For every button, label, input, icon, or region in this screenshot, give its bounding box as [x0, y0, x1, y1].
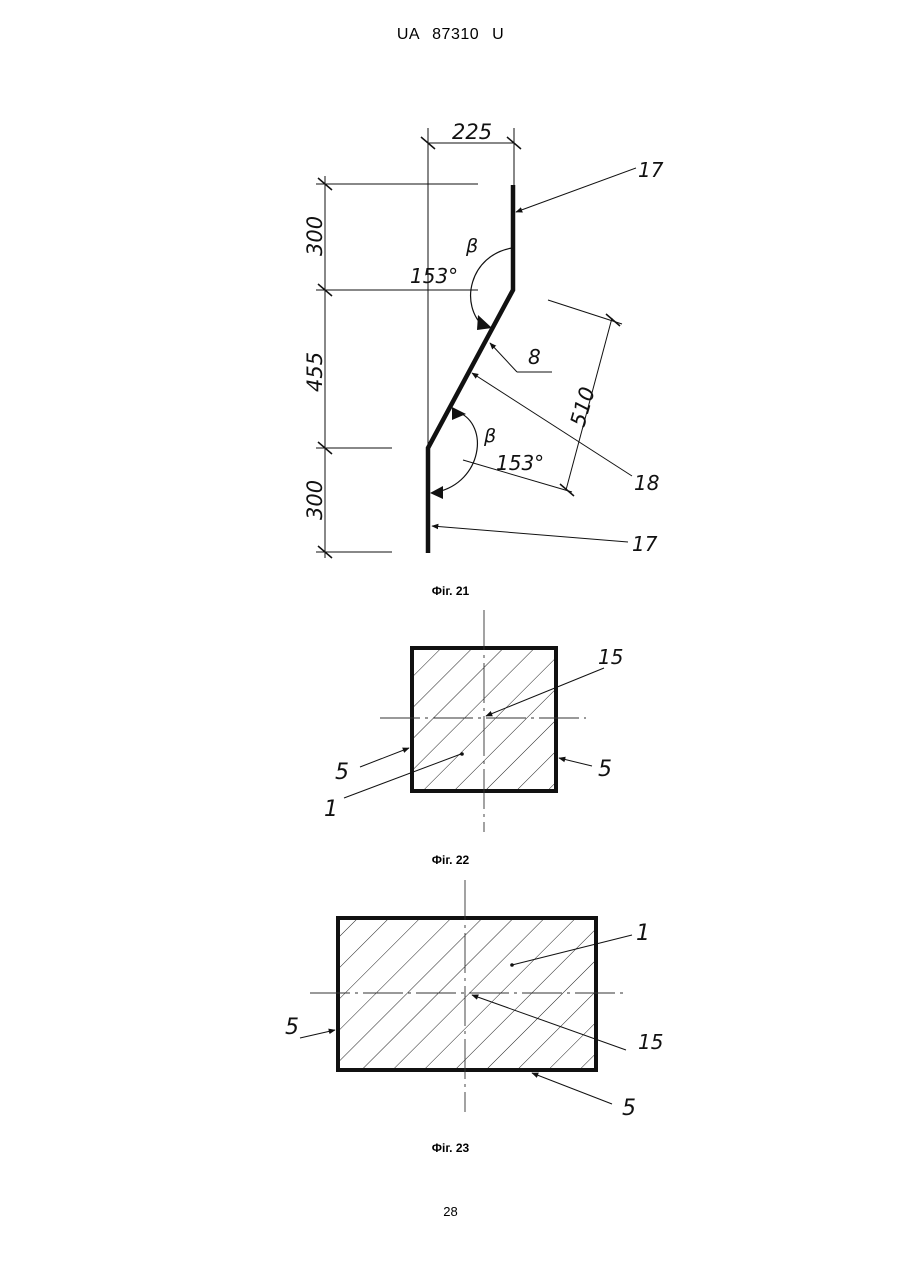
dim-middle-height: 455 — [303, 352, 327, 392]
page-number: 28 — [0, 1204, 901, 1219]
callout-15: 15 — [598, 645, 623, 669]
angle-lower: 153° — [496, 451, 544, 475]
callout-1-fig23: 1 — [636, 921, 650, 946]
callout-1: 1 — [324, 797, 338, 822]
callout-18: 18 — [634, 471, 659, 495]
figure-22 — [344, 610, 604, 832]
dim-upper-height: 300 — [303, 216, 327, 256]
callout-17-bottom: 17 — [632, 532, 658, 556]
dim-top-width: 225 — [452, 120, 492, 144]
callout-5-left-fig23: 5 — [285, 1015, 299, 1040]
callout-8: 8 — [528, 345, 541, 369]
figure-23-caption: Фіг. 23 — [0, 1141, 901, 1155]
figure-23 — [300, 880, 632, 1112]
callout-15-fig23: 15 — [638, 1030, 663, 1054]
callout-5-right: 5 — [598, 757, 612, 782]
angle-symbol-lower: β — [483, 425, 496, 447]
callout-17-top: 17 — [638, 158, 664, 182]
figure-22-caption: Фіг. 22 — [0, 853, 901, 867]
callout-5-left: 5 — [335, 760, 349, 785]
figure-21-caption: Фіг. 21 — [0, 584, 901, 598]
figure-21 — [316, 128, 636, 558]
callout-5-bottom-fig23: 5 — [622, 1096, 636, 1121]
dim-lower-height: 300 — [303, 480, 327, 520]
angle-symbol-upper: β — [465, 235, 478, 257]
dim-slant-length: 510 — [566, 384, 600, 429]
angle-upper: 153° — [410, 264, 458, 288]
